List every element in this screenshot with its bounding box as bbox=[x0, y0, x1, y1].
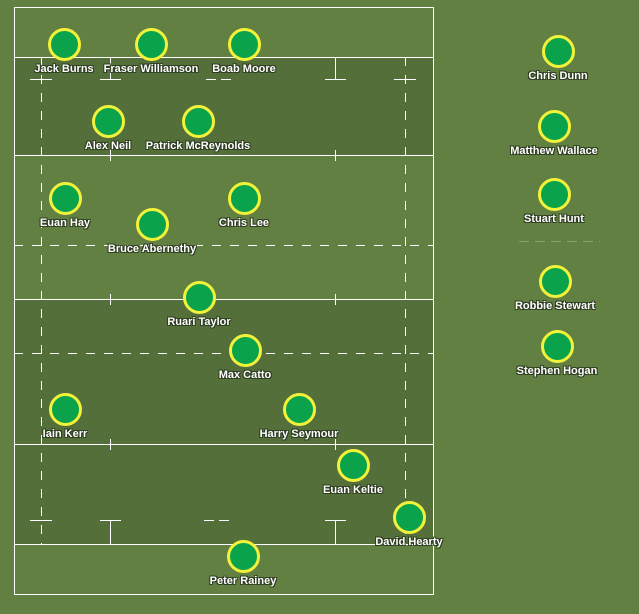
player-name: Matthew Wallace bbox=[510, 145, 598, 157]
player-name: Alex Neil bbox=[84, 140, 132, 152]
player-marker[interactable] bbox=[49, 182, 82, 215]
player-name: Iain Kerr bbox=[42, 428, 88, 440]
player-name: Patrick McReynolds bbox=[145, 140, 251, 152]
player-marker[interactable] bbox=[393, 501, 426, 534]
player-name: Stephen Hogan bbox=[516, 365, 598, 377]
player-name: Peter Rainey bbox=[209, 575, 277, 587]
player-name: Stuart Hunt bbox=[524, 213, 584, 225]
player-name: Fraser Williamson bbox=[103, 63, 199, 75]
player-name: Euan Keltie bbox=[323, 484, 383, 496]
player-marker[interactable] bbox=[227, 540, 260, 573]
pitch-boundary bbox=[14, 7, 434, 595]
player-marker[interactable] bbox=[136, 208, 169, 241]
player-marker[interactable] bbox=[228, 28, 261, 61]
player-marker[interactable] bbox=[283, 393, 316, 426]
player-name: Chris Lee bbox=[218, 217, 270, 229]
player-name: Robbie Stewart bbox=[514, 300, 596, 312]
player-marker[interactable] bbox=[541, 330, 574, 363]
player-marker[interactable] bbox=[183, 281, 216, 314]
player-marker[interactable] bbox=[49, 393, 82, 426]
player-name: Max Catto bbox=[218, 369, 272, 381]
player-name: Chris Dunn bbox=[528, 70, 588, 82]
player-marker[interactable] bbox=[539, 265, 572, 298]
player-name: Ruari Taylor bbox=[167, 316, 231, 328]
player-marker[interactable] bbox=[538, 110, 571, 143]
player-marker[interactable] bbox=[48, 28, 81, 61]
player-marker[interactable] bbox=[135, 28, 168, 61]
field-band bbox=[14, 57, 433, 155]
player-name: Harry Seymour bbox=[259, 428, 339, 440]
field-band bbox=[14, 300, 433, 444]
player-name: Boab Moore bbox=[212, 63, 276, 75]
player-marker[interactable] bbox=[337, 449, 370, 482]
player-marker[interactable] bbox=[542, 35, 575, 68]
player-marker[interactable] bbox=[92, 105, 125, 138]
player-name: Jack Burns bbox=[34, 63, 94, 75]
player-name: Bruce Abernethy bbox=[107, 243, 197, 255]
player-name: Euan Hay bbox=[39, 217, 91, 229]
player-name: David Hearty bbox=[375, 536, 443, 548]
player-marker[interactable] bbox=[538, 178, 571, 211]
player-marker[interactable] bbox=[229, 334, 262, 367]
player-marker[interactable] bbox=[228, 182, 261, 215]
player-marker[interactable] bbox=[182, 105, 215, 138]
